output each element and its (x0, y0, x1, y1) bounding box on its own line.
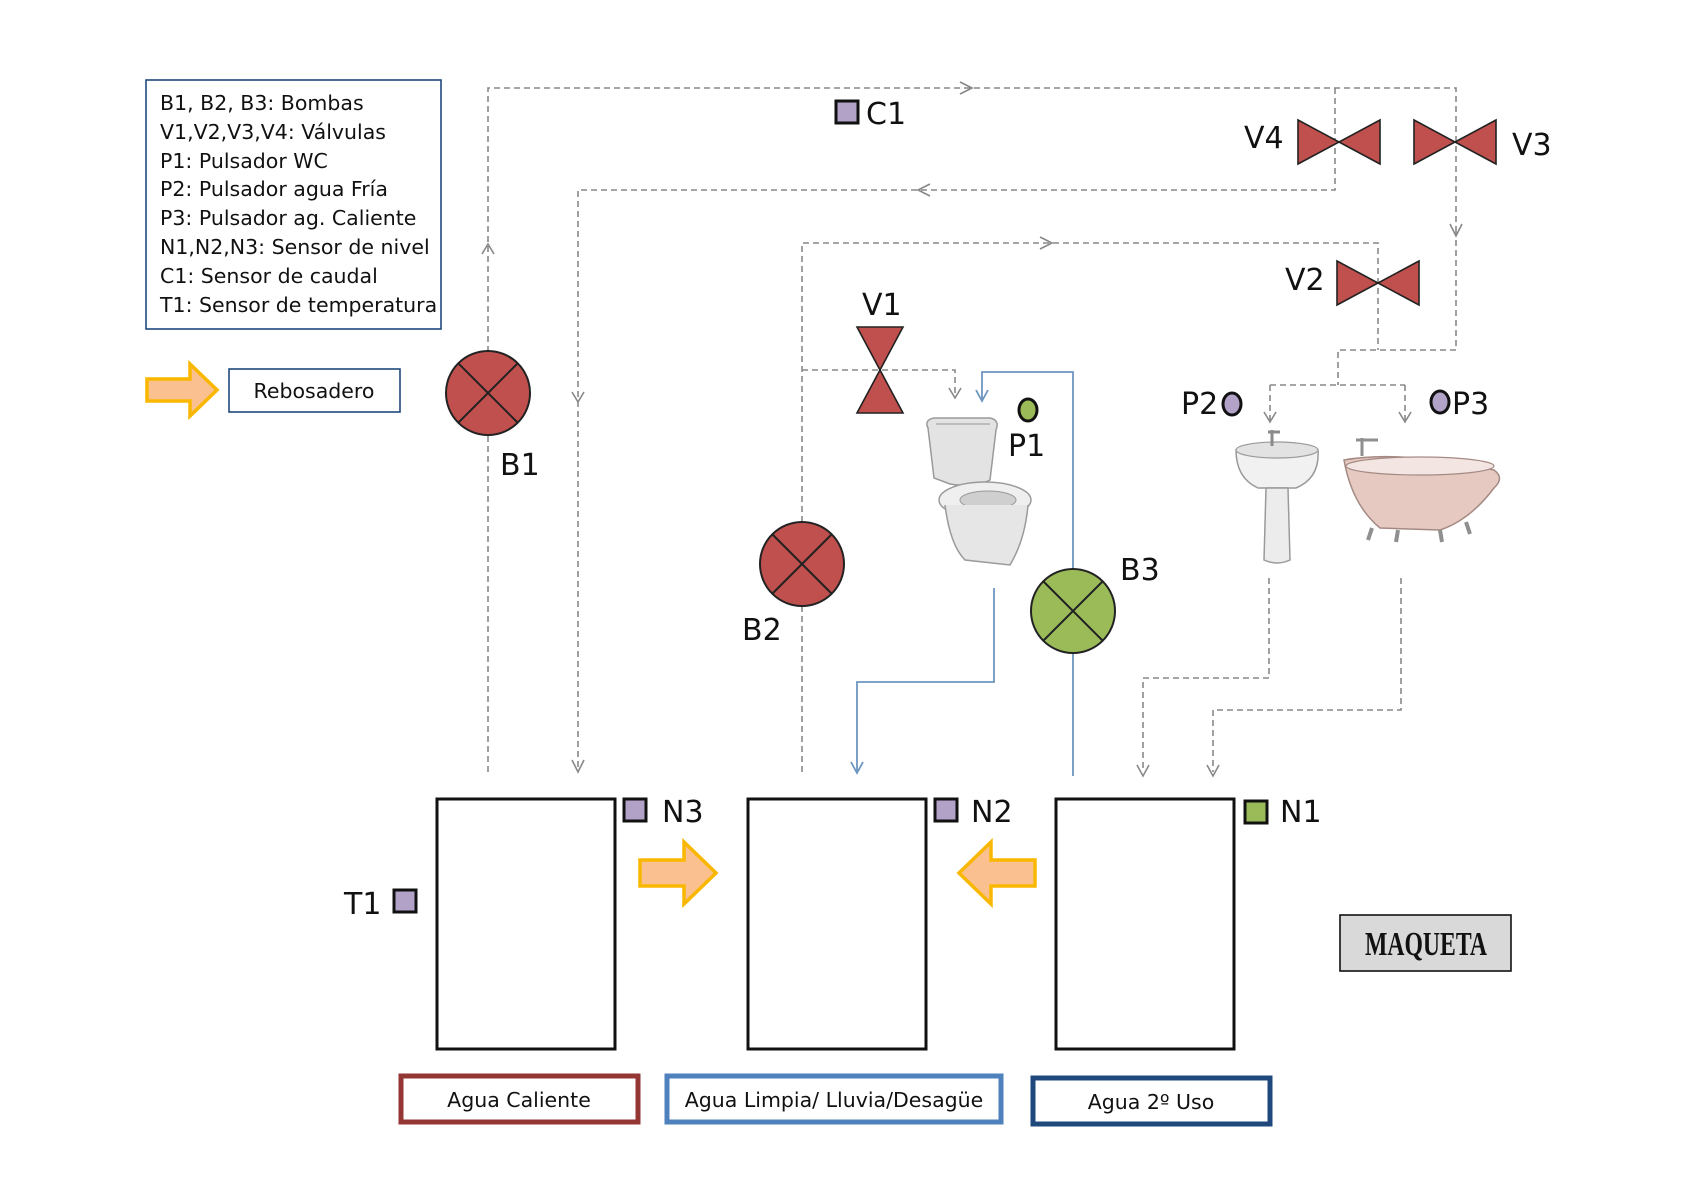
p3-label: P3 (1452, 387, 1489, 422)
b3-label: B3 (1120, 553, 1160, 588)
legend-line: T1: Sensor de temperatura (159, 293, 437, 317)
sink-icon (1235, 430, 1319, 564)
bathtub-icon (1343, 438, 1501, 543)
button-p2: P2 (1181, 387, 1243, 422)
overflow-arrow-icon (956, 837, 1037, 909)
v4-label: V4 (1244, 121, 1284, 156)
toilet-icon (926, 417, 1032, 566)
tank-second-use (1054, 797, 1236, 1051)
b1-label: B1 (500, 448, 540, 483)
legend-line: V1,V2,V3,V4: Válvulas (160, 120, 386, 144)
pump-b2: B2 (742, 521, 845, 648)
overflow-arrow-icon (638, 837, 719, 909)
level-sensor-n1: N1 (1243, 795, 1322, 830)
legend-overflow: Rebosadero (145, 359, 401, 421)
tank-label-hot: Agua Caliente (398, 1073, 641, 1125)
legend-box: B1, B2, B3: Bombas V1,V2,V3,V4: Válvulas… (145, 79, 442, 330)
tank-second-label: Agua 2º Uso (1088, 1090, 1215, 1114)
legend-line: C1: Sensor de caudal (160, 264, 378, 288)
c1-label: C1 (866, 97, 906, 132)
v1-label: V1 (862, 288, 902, 323)
overflow-arrow-left (956, 837, 1037, 909)
v2-label: V2 (1285, 263, 1325, 298)
pump-b3: B3 (1030, 553, 1160, 654)
t1-label: T1 (343, 887, 381, 922)
tank-label-second: Agua 2º Uso (1030, 1075, 1273, 1127)
tank-hot-water (435, 797, 617, 1051)
legend-line: N1,N2,N3: Sensor de nivel (160, 235, 430, 259)
valve-v2: V2 (1285, 259, 1420, 307)
button-p3: P3 (1429, 387, 1489, 422)
tank-hot-label: Agua Caliente (447, 1088, 591, 1112)
valve-v3: V3 (1413, 118, 1552, 166)
n3-label: N3 (662, 795, 704, 830)
legend-line: P3: Pulsador ag. Caliente (160, 206, 416, 230)
level-sensor-n3: N3 (622, 795, 704, 830)
overflow-arrow-right (638, 837, 719, 909)
flow-sensor-c1: C1 (834, 97, 906, 132)
overflow-arrow-icon (145, 359, 220, 421)
tank-clean-water (746, 797, 928, 1051)
legend-line: P2: Pulsador agua Fría (160, 177, 388, 201)
maqueta-badge: MAQUETA (1339, 914, 1512, 972)
b2-label: B2 (742, 613, 782, 648)
n1-label: N1 (1280, 795, 1322, 830)
v3-label: V3 (1512, 128, 1552, 163)
legend-line: B1, B2, B3: Bombas (160, 91, 364, 115)
maqueta-label: MAQUETA (1365, 926, 1487, 963)
level-sensor-n2: N2 (933, 795, 1013, 830)
p2-label: P2 (1181, 387, 1218, 422)
overflow-label: Rebosadero (254, 379, 375, 403)
button-p1: P1 (1008, 397, 1045, 464)
tank-label-clean: Agua Limpia/ Lluvia/Desagüe (664, 1073, 1004, 1125)
p1-label: P1 (1008, 429, 1045, 464)
valve-v1: V1 (855, 288, 905, 414)
tank-clean-label: Agua Limpia/ Lluvia/Desagüe (685, 1088, 984, 1112)
temperature-sensor-t1: T1 (343, 887, 418, 922)
pump-b1: B1 (445, 350, 540, 483)
n2-label: N2 (971, 795, 1013, 830)
legend-line: P1: Pulsador WC (160, 149, 328, 173)
valve-v4: V4 (1244, 118, 1381, 166)
